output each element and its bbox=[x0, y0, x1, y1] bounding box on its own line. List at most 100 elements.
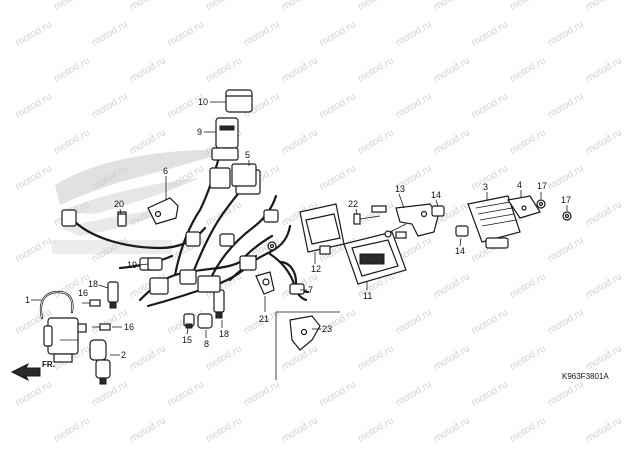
battery-cable-7 bbox=[278, 260, 310, 295]
watermark-text: motod.ru bbox=[52, 55, 92, 84]
watermark-text: motod.ru bbox=[584, 271, 624, 300]
watermark-text: motod.ru bbox=[204, 55, 244, 84]
watermark-text: motod.ru bbox=[470, 19, 510, 48]
regulator-rectifier-3 bbox=[467, 195, 521, 249]
clip-21 bbox=[255, 271, 275, 295]
watermark-text: motod.ru bbox=[356, 127, 396, 156]
callout-layer: 1 2 3 4 5 6 7 8 9 10 11 12 13 14 14 15 1… bbox=[25, 97, 571, 360]
bracket-23 bbox=[275, 311, 340, 380]
watermark-text: motod.ru bbox=[584, 127, 624, 156]
ecu-11 bbox=[343, 231, 407, 285]
watermark-text: motod.ru bbox=[204, 0, 244, 13]
watermark-text: motod.ru bbox=[470, 307, 510, 336]
watermark-text: motod.ru bbox=[508, 0, 548, 13]
callout-3: 3 bbox=[483, 182, 488, 192]
callout-8: 8 bbox=[204, 339, 209, 349]
watermark-text: motod.ru bbox=[242, 19, 282, 48]
watermark-text: motod.ru bbox=[432, 343, 472, 372]
ignition-coil bbox=[39, 290, 87, 363]
callout-9: 9 bbox=[197, 127, 202, 137]
nut-17a bbox=[536, 199, 546, 209]
watermark-text: motod.ru bbox=[318, 91, 358, 120]
watermark-text: motod.ru bbox=[584, 0, 624, 13]
connector-18a bbox=[107, 281, 119, 309]
watermark-text: motod.ru bbox=[584, 415, 624, 444]
bolt-16b bbox=[92, 323, 111, 331]
watermark-text: motod.ru bbox=[394, 19, 434, 48]
watermark-text: motod.ru bbox=[166, 19, 206, 48]
callout-20: 20 bbox=[114, 199, 124, 209]
watermark-text: motod.ru bbox=[318, 379, 358, 408]
watermark-text: motod.ru bbox=[128, 127, 168, 156]
watermark-text: motod.ru bbox=[508, 415, 548, 444]
callout-16b: 16 bbox=[124, 322, 134, 332]
callout-7: 7 bbox=[308, 285, 313, 295]
callout-1: 1 bbox=[25, 295, 30, 305]
watermark-text: motod.ru bbox=[128, 343, 168, 372]
watermark-text: motod.ru bbox=[128, 415, 168, 444]
bracket-13 bbox=[384, 203, 439, 238]
watermark-text: motod.ru bbox=[14, 91, 54, 120]
watermark-text: motod.ru bbox=[356, 55, 396, 84]
watermark-text: motod.ru bbox=[508, 271, 548, 300]
callout-12: 12 bbox=[311, 264, 321, 274]
watermark-text: motod.ru bbox=[432, 415, 472, 444]
watermark-text: motod.ru bbox=[394, 379, 434, 408]
watermark-text: motod.ru bbox=[356, 415, 396, 444]
callout-2: 2 bbox=[121, 350, 126, 360]
callout-17a: 17 bbox=[537, 181, 547, 191]
watermark-text: motod.ru bbox=[280, 415, 320, 444]
watermark-text: motod.ru bbox=[432, 127, 472, 156]
callout-14b: 14 bbox=[455, 246, 465, 256]
watermark-text: motod.ru bbox=[394, 91, 434, 120]
watermark-text: motod.ru bbox=[508, 55, 548, 84]
watermark-text: motod.ru bbox=[356, 199, 396, 228]
diagram-code: K963F3801A bbox=[562, 372, 609, 381]
watermark-text: motod.ru bbox=[470, 379, 510, 408]
callout-17b: 17 bbox=[561, 195, 571, 205]
connector-5 bbox=[231, 163, 257, 187]
watermark-text: motod.ru bbox=[318, 163, 358, 192]
watermark-text: motod.ru bbox=[584, 343, 624, 372]
callout-18a: 18 bbox=[88, 279, 98, 289]
watermark-text: motod.ru bbox=[546, 91, 586, 120]
callout-23: 23 bbox=[322, 324, 332, 334]
spark-plug-cap bbox=[89, 339, 111, 385]
watermark-text: motod.ru bbox=[204, 415, 244, 444]
watermark-text: motod.ru bbox=[242, 379, 282, 408]
watermark-text: motod.ru bbox=[52, 415, 92, 444]
watermark-text: motod.ru bbox=[90, 91, 130, 120]
watermark-text: motod.ru bbox=[128, 55, 168, 84]
watermark-text: motod.ru bbox=[90, 379, 130, 408]
watermark-text: motod.ru bbox=[394, 307, 434, 336]
watermark-text: motod.ru bbox=[280, 55, 320, 84]
mount-14a bbox=[431, 205, 445, 217]
watermark-text: motod.ru bbox=[128, 0, 168, 13]
watermark-text: motod.ru bbox=[584, 55, 624, 84]
cover-plate-4 bbox=[506, 195, 541, 219]
front-direction-arrow: FR. bbox=[10, 360, 55, 382]
fr-label: FR. bbox=[42, 360, 55, 369]
mount-14b bbox=[455, 225, 469, 237]
bolt-16a bbox=[82, 299, 101, 307]
watermark-text: motod.ru bbox=[90, 19, 130, 48]
fuse-holder-8 bbox=[197, 313, 213, 329]
watermark-text: motod.ru bbox=[546, 163, 586, 192]
nut-15b bbox=[267, 241, 277, 251]
watermark-text: motod.ru bbox=[318, 19, 358, 48]
relay-10 bbox=[225, 89, 253, 113]
watermark-text: motod.ru bbox=[166, 379, 206, 408]
watermark-text: motod.ru bbox=[546, 235, 586, 264]
watermark-text: motod.ru bbox=[432, 55, 472, 84]
watermark-text: motod.ru bbox=[508, 127, 548, 156]
wire-harness bbox=[61, 146, 308, 308]
bolt-near-11 bbox=[395, 231, 407, 239]
watermark-text: motod.ru bbox=[52, 127, 92, 156]
callout-10: 10 bbox=[198, 97, 208, 107]
watermark-text: motod.ru bbox=[356, 343, 396, 372]
callout-22: 22 bbox=[348, 199, 358, 209]
callout-14a: 14 bbox=[431, 190, 441, 200]
watermark-text: motod.ru bbox=[470, 91, 510, 120]
